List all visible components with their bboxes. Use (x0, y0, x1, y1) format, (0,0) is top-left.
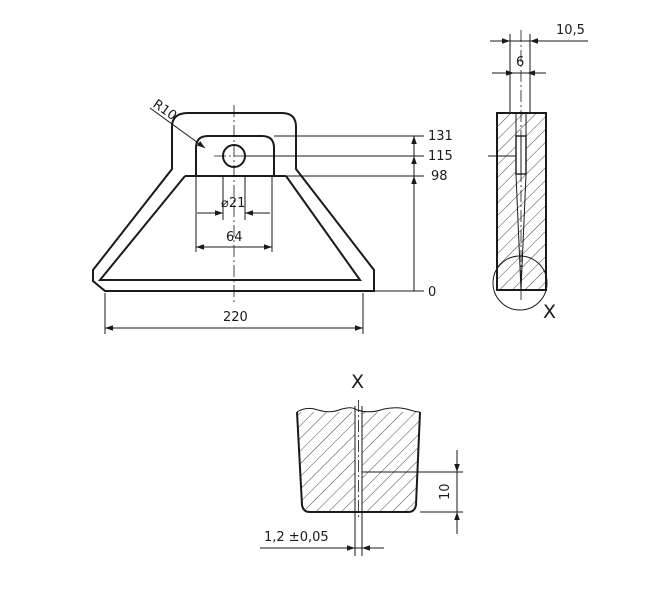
detail-circle (492, 255, 548, 311)
height-label-98: 98 (431, 169, 448, 184)
detail-left-half (297, 412, 355, 512)
side-slot-width-label: 6 (516, 55, 524, 70)
radius-leader (149, 107, 206, 149)
side-view: 10,5 6 X (488, 23, 588, 323)
detail-title: X (351, 371, 364, 393)
detail-gap-label: 1,2 ±0,05 (264, 530, 329, 545)
side-top-width-label: 10,5 (556, 23, 585, 38)
diameter-label: ⌀21 (221, 196, 245, 211)
height-label-131: 131 (428, 129, 453, 144)
height-label-115: 115 (428, 149, 453, 164)
front-outer-contour (92, 112, 375, 292)
detail-view: X 10 1,2 ±0,05 (260, 371, 463, 556)
front-inner-triangle (97, 175, 362, 281)
front-inner-window (195, 135, 275, 176)
detail-height-label: 10 (438, 483, 453, 500)
inner-width-label: 64 (226, 230, 243, 245)
detail-marker-label: X (543, 301, 556, 323)
front-view: R10 ⌀21 64 220 131 115 98 0 (92, 97, 453, 334)
bottom-width-label: 220 (223, 310, 248, 325)
detail-break-line (296, 407, 421, 413)
radius-label: R10 (150, 97, 180, 124)
detail-right-half (362, 412, 420, 512)
height-label-0: 0 (428, 285, 436, 300)
detail-outline (296, 411, 421, 513)
